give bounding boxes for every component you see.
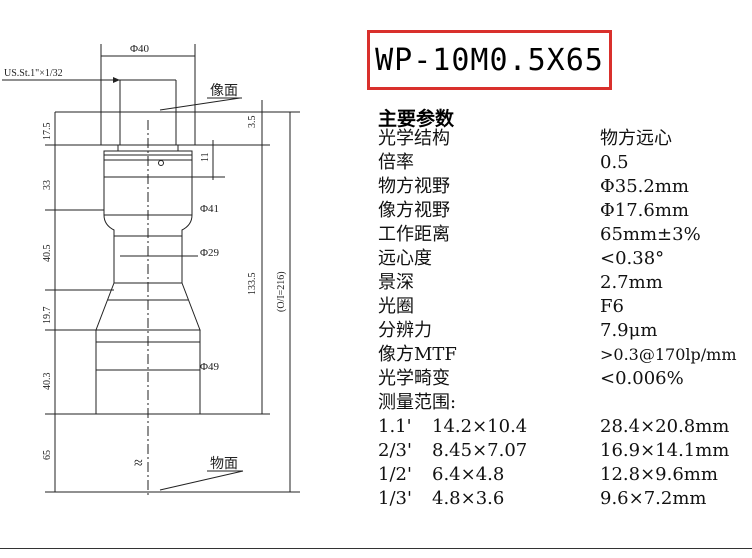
thread-arrow (113, 77, 120, 83)
length-total-label: (O/I=216) (276, 271, 287, 312)
image-plane-label: 像面 (210, 83, 238, 99)
object-plane-label: 物面 (210, 456, 238, 472)
dim-3p5-label: 3.5 (247, 116, 258, 129)
lower-barrel (95, 329, 201, 415)
dia-top-label: Φ40 (130, 43, 150, 55)
left-dim-17p5: 17.5 (42, 123, 53, 141)
left-dim-19p7: 19.7 (42, 307, 53, 325)
dia49-label: Φ49 (200, 361, 220, 373)
thread-label: US.St.1"×1/32 (4, 68, 63, 79)
dia29-label: Φ29 (200, 247, 220, 259)
bottom-divider (0, 548, 752, 549)
dim-11-label: 11 (200, 152, 211, 162)
left-dim-33: 33 (42, 180, 53, 190)
object-plane-leader (159, 470, 244, 491)
break-squiggle: ≈ (134, 455, 143, 472)
image-plane-leader (159, 97, 241, 111)
length-inner-label: 133.5 (247, 273, 258, 296)
left-dim-40p5: 40.5 (42, 245, 53, 263)
left-dim-40p3: 40.3 (42, 373, 53, 391)
dia41-label: Φ41 (200, 203, 219, 215)
screw-hole (158, 160, 164, 166)
left-dim-65: 65 (42, 450, 53, 460)
